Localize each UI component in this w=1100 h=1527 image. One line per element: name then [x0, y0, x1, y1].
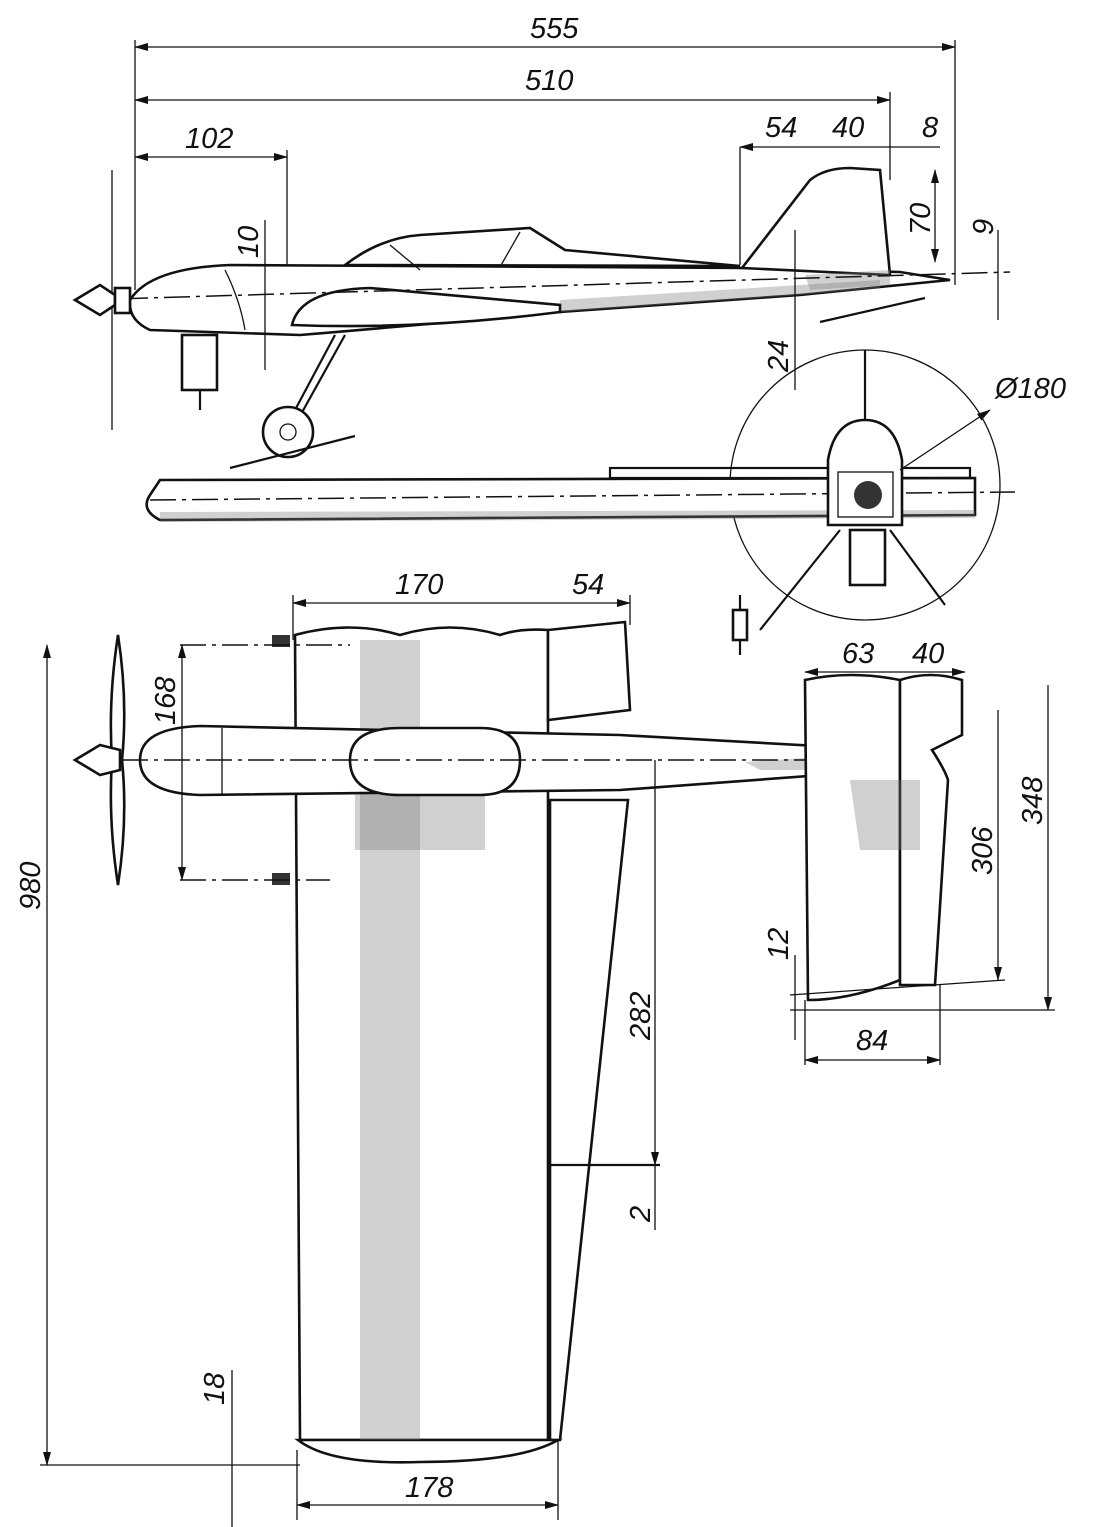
dimension-labels: 555 510 102 54 40 8 70 9 10 24 Ø180 170 …	[15, 13, 1066, 1504]
dim-fuselage-length: 510	[525, 65, 573, 97]
dim-overall-length: 555	[530, 13, 579, 45]
spinner-top	[72, 743, 122, 777]
engine-side	[180, 333, 219, 392]
dim-wing-root-chord: 178	[405, 1472, 453, 1504]
dim-wing-thickness: 10	[233, 226, 265, 258]
dim-fin-height: 70	[905, 203, 937, 235]
canopy-side	[341, 226, 741, 268]
dim-fin-top: 40	[832, 112, 864, 144]
wing-front	[145, 476, 977, 522]
dim-elevator-chord: 40	[912, 638, 944, 670]
dim-wingspan: 980	[15, 862, 47, 910]
dim-tail-drop: 24	[763, 340, 795, 373]
dim-tip-chord: 84	[856, 1025, 888, 1057]
wheel	[261, 405, 315, 459]
dim-stab-chord: 63	[842, 638, 874, 670]
dim-prop-diameter: Ø180	[994, 373, 1066, 405]
dimension-lines	[40, 43, 1055, 1527]
top-view	[72, 620, 964, 1464]
aileron-top	[546, 620, 632, 722]
dim-rudder-offset: 8	[922, 112, 938, 144]
canopy-top	[348, 726, 522, 797]
dim-stab-half-span: 306	[967, 826, 999, 875]
dim-stab-span-total: 348	[1017, 777, 1049, 825]
side-view	[72, 40, 1011, 470]
dim-fuselage-width: 168	[150, 677, 182, 725]
dim-stab-offset: 9	[968, 219, 1000, 235]
dim-wing-tip: 18	[199, 1373, 231, 1405]
dim-aileron-length: 282	[625, 992, 657, 1041]
fin-side	[739, 166, 892, 277]
dim-nose-to-wing: 102	[185, 123, 233, 155]
dim-stab-tip: 12	[763, 928, 795, 960]
dim-aileron-chord: 54	[572, 569, 604, 601]
dim-aileron-gap: 2	[625, 1206, 657, 1223]
wing-section	[290, 286, 562, 328]
wing-top	[293, 626, 550, 1442]
dim-fin-base: 54	[765, 112, 797, 144]
front-view	[145, 349, 1016, 655]
dim-wing-chord: 170	[395, 569, 443, 601]
spinner-side	[72, 283, 117, 317]
